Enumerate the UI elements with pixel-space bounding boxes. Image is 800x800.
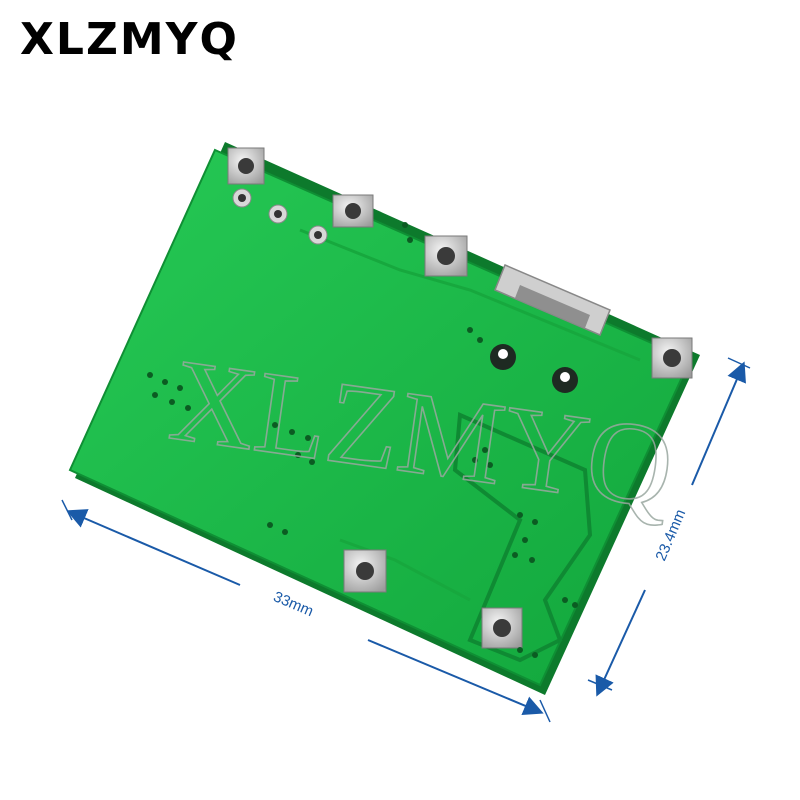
usb-connector xyxy=(494,264,611,336)
solder-pad xyxy=(227,147,265,185)
solder-pad xyxy=(332,194,374,228)
solder-pad xyxy=(481,607,523,649)
solder-pad xyxy=(343,549,387,593)
solder-pad xyxy=(651,337,693,379)
brand-logo-text: XLZMYQ xyxy=(20,14,239,65)
solder-pad xyxy=(424,235,468,277)
via-cluster xyxy=(147,222,578,658)
width-label: 33mm xyxy=(271,588,316,620)
through-hole xyxy=(232,188,578,393)
